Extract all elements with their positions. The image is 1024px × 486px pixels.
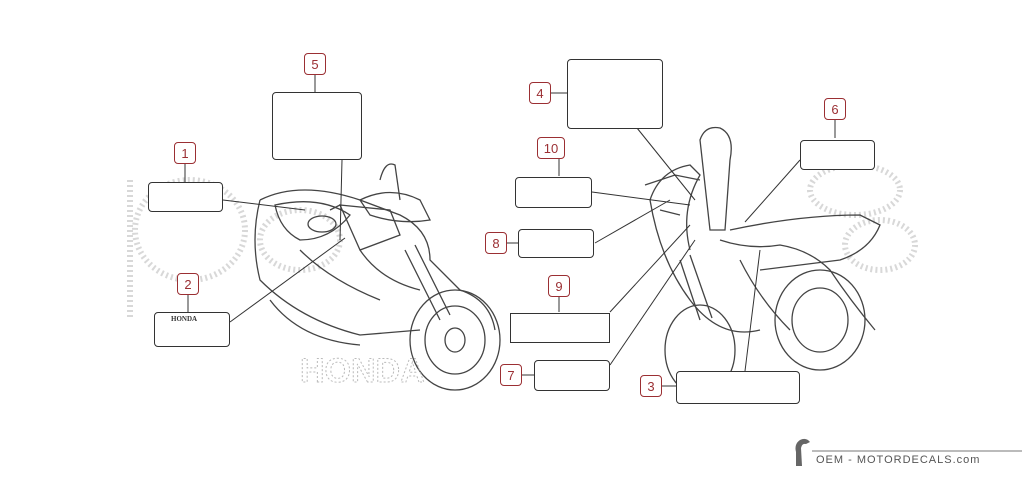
decal-9-label <box>510 313 610 343</box>
left-scooter-drawing <box>254 163 501 391</box>
label-icons <box>152 65 872 400</box>
honda-brand-text: HONDA <box>171 315 198 323</box>
site-footer: OEM - MOTORDECALS.com <box>790 438 1022 476</box>
decal-4-label <box>567 59 663 129</box>
callout-5: 5 <box>304 53 326 75</box>
footer-site-text: OEM - MOTORDECALS.com <box>816 454 981 466</box>
decal-3-label <box>676 371 800 404</box>
footer-divider <box>812 450 1022 452</box>
callout-9: 9 <box>548 275 570 297</box>
honda-watermark: HONDA <box>300 352 425 390</box>
callout-4: 4 <box>529 82 551 104</box>
right-scooter-drawing <box>644 126 881 396</box>
knight-logo-icon <box>795 438 810 466</box>
decal-1-label <box>148 182 223 212</box>
decal-8-label <box>518 229 594 258</box>
callout-10: 10 <box>537 137 565 159</box>
callout-3: 3 <box>640 375 662 397</box>
callout-2: 2 <box>177 273 199 295</box>
decal-6-label <box>800 140 875 170</box>
callout-7: 7 <box>500 364 522 386</box>
callout-8: 8 <box>485 232 507 254</box>
callout-1: 1 <box>174 142 196 164</box>
decal-2-label: HONDA <box>154 312 230 347</box>
decal-10-label <box>515 177 592 208</box>
decal-5-label <box>272 92 362 160</box>
leader-lines <box>184 74 836 387</box>
decal-7-label <box>534 360 610 391</box>
callout-6: 6 <box>824 98 846 120</box>
